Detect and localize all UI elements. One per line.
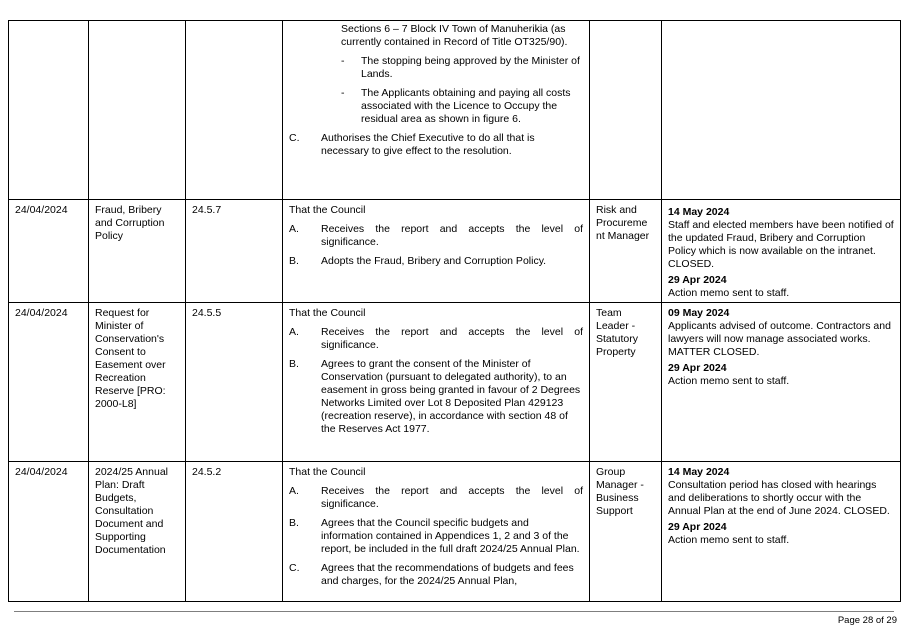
continuation-text: Sections 6 – 7 Block IV Town of Manuheri… bbox=[341, 23, 568, 48]
dash-marker: - bbox=[341, 87, 345, 99]
sub-item-text: The Applicants obtaining and paying all … bbox=[361, 87, 571, 125]
officer-cell: Risk and Procureme nt Manager bbox=[589, 199, 662, 303]
resolution-intro: That the Council bbox=[289, 466, 366, 478]
resolution-item: C. Agrees that the recommendations of bu… bbox=[289, 562, 583, 588]
action-text: Applicants advised of outcome. Contracto… bbox=[668, 320, 891, 358]
officer-cell: Team Leader - Statutory Property bbox=[589, 302, 662, 462]
resolution-item: C. Authorises the Chief Executive to do … bbox=[289, 132, 583, 158]
resolution-label: A. bbox=[289, 485, 299, 497]
subject-cell: Request for Minister of Conservation's C… bbox=[88, 302, 186, 462]
page-number: Page 28 of 29 bbox=[837, 615, 897, 626]
resolution-text: Agrees to grant the consent of the Minis… bbox=[321, 358, 581, 435]
item-cell: 24.5.7 bbox=[185, 199, 283, 303]
sub-item: - The Applicants obtaining and paying al… bbox=[341, 87, 583, 126]
dash-marker: - bbox=[341, 55, 345, 67]
action-text: Action memo sent to staff. bbox=[668, 534, 790, 546]
action-cell: 14 May 2024 Consultation period has clos… bbox=[661, 461, 901, 602]
sub-item-text: The stopping being approved by the Minis… bbox=[361, 55, 580, 80]
resolution-label: C. bbox=[289, 562, 300, 574]
resolution-text: Agrees that the recommendations of budge… bbox=[321, 562, 574, 587]
date-cell: 24/04/2024 bbox=[8, 461, 89, 602]
resolution-cell: That the Council A. Receives the report … bbox=[282, 461, 590, 602]
action-cell bbox=[661, 20, 901, 200]
resolution-item: A. Receives the report and accepts the l… bbox=[289, 485, 583, 511]
item-cell: 24.5.2 bbox=[185, 461, 283, 602]
action-date: 14 May 2024 bbox=[668, 466, 730, 478]
officer-cell bbox=[589, 20, 662, 200]
table-row: 24/04/2024 Fraud, Bribery and Corruption… bbox=[8, 199, 901, 303]
date-cell: 24/04/2024 bbox=[8, 199, 89, 303]
action-date: 29 Apr 2024 bbox=[668, 521, 727, 533]
resolution-item: A. Receives the report and accepts the l… bbox=[289, 326, 583, 352]
officer-cell: Group Manager - Business Support bbox=[589, 461, 662, 602]
date-cell bbox=[8, 20, 89, 200]
subject-cell: Fraud, Bribery and Corruption Policy bbox=[88, 199, 186, 303]
resolution-item: B. Agrees to grant the consent of the Mi… bbox=[289, 358, 583, 436]
resolution-item: A. Receives the report and accepts the l… bbox=[289, 223, 583, 249]
table-row: Sections 6 – 7 Block IV Town of Manuheri… bbox=[8, 20, 901, 200]
subject-cell: 2024/25 Annual Plan: Draft Budgets, Cons… bbox=[88, 461, 186, 602]
action-text: Consultation period has closed with hear… bbox=[668, 479, 890, 517]
resolution-label: B. bbox=[289, 358, 299, 370]
resolution-item: B. Adopts the Fraud, Bribery and Corrupt… bbox=[289, 255, 583, 268]
action-date: 29 Apr 2024 bbox=[668, 274, 727, 286]
resolution-item: B. Agrees that the Council specific budg… bbox=[289, 517, 583, 556]
resolution-text: Receives the report and accepts the leve… bbox=[321, 326, 583, 351]
resolution-label: C. bbox=[289, 132, 300, 144]
resolution-cell: That the Council A. Receives the report … bbox=[282, 302, 590, 462]
item-cell: 24.5.5 bbox=[185, 302, 283, 462]
item-cell bbox=[185, 20, 283, 200]
action-text: Staff and elected members have been noti… bbox=[668, 219, 894, 270]
table-row: 24/04/2024 Request for Minister of Conse… bbox=[8, 302, 901, 462]
action-cell: 09 May 2024 Applicants advised of outcom… bbox=[661, 302, 901, 462]
sub-item: - The stopping being approved by the Min… bbox=[341, 55, 583, 81]
resolution-text: Agrees that the Council specific budgets… bbox=[321, 517, 580, 555]
date-cell: 24/04/2024 bbox=[8, 302, 89, 462]
resolution-label: B. bbox=[289, 517, 299, 529]
resolution-cell: That the Council A. Receives the report … bbox=[282, 199, 590, 303]
resolution-intro: That the Council bbox=[289, 204, 366, 216]
action-date: 14 May 2024 bbox=[668, 206, 730, 218]
resolution-text: Adopts the Fraud, Bribery and Corruption… bbox=[321, 255, 547, 267]
resolution-label: A. bbox=[289, 326, 299, 338]
action-cell: 14 May 2024 Staff and elected members ha… bbox=[661, 199, 901, 303]
resolution-text: Authorises the Chief Executive to do all… bbox=[321, 132, 535, 157]
resolution-cell: Sections 6 – 7 Block IV Town of Manuheri… bbox=[282, 20, 590, 200]
action-text: Action memo sent to staff. bbox=[668, 375, 790, 387]
table-row: 24/04/2024 2024/25 Annual Plan: Draft Bu… bbox=[8, 461, 901, 602]
resolution-text: Receives the report and accepts the leve… bbox=[321, 223, 583, 248]
resolution-intro: That the Council bbox=[289, 307, 366, 319]
resolution-label: A. bbox=[289, 223, 299, 235]
subject-cell bbox=[88, 20, 186, 200]
action-date: 09 May 2024 bbox=[668, 307, 730, 319]
action-text: Action memo sent to staff. bbox=[668, 287, 790, 299]
resolution-text: Receives the report and accepts the leve… bbox=[321, 485, 583, 510]
footer-divider bbox=[14, 611, 894, 612]
action-date: 29 Apr 2024 bbox=[668, 362, 727, 374]
resolutions-table: Sections 6 – 7 Block IV Town of Manuheri… bbox=[8, 20, 901, 602]
resolution-label: B. bbox=[289, 255, 299, 267]
